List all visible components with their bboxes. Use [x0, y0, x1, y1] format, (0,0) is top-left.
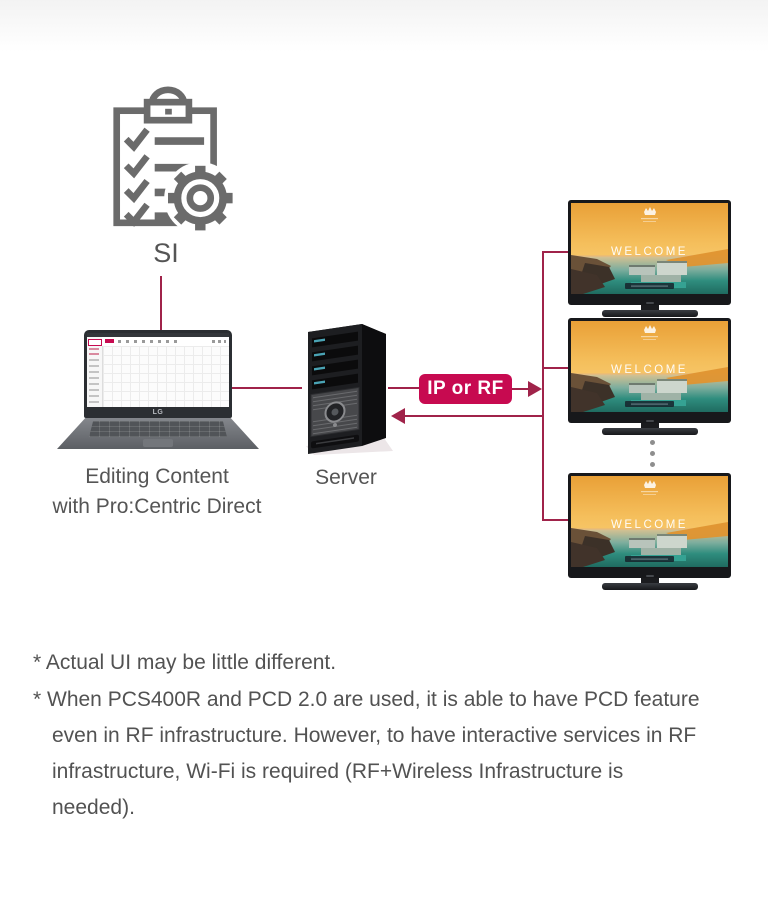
server-icon [306, 324, 393, 455]
tv-frame: WELCOME [568, 318, 731, 423]
hotel-logo [641, 207, 658, 222]
tv-welcome-text: WELCOME [611, 246, 688, 258]
mini-editor-sidebar [87, 337, 103, 407]
branch-line-tv3 [543, 519, 568, 521]
hotel-logo [641, 480, 658, 495]
laptop-base [57, 418, 259, 449]
tv-info-bar [625, 401, 674, 407]
tv-welcome-screen: WELCOME [571, 203, 728, 294]
tv-info-bar [625, 283, 674, 289]
connector-si-to-laptop [160, 276, 162, 332]
laptop-caption: Editing Content with Pro:Centric Direct [17, 462, 297, 522]
trunk-line [542, 251, 544, 521]
connector-badge-to-trunk [512, 388, 530, 390]
laptop-keyboard [89, 421, 227, 437]
arrow-left-icon [391, 408, 405, 424]
tv-welcome-text: WELCOME [611, 519, 688, 531]
tv-2: WELCOME [568, 318, 731, 435]
server-label: Server [315, 466, 377, 489]
arrow-right-icon [528, 381, 542, 397]
more-tvs-ellipsis-icon [648, 440, 656, 473]
tv-welcome-screen: WELCOME [571, 476, 728, 567]
tv-welcome-screen: WELCOME [571, 321, 728, 412]
connector-laptop-to-server [232, 387, 302, 389]
tv-frame: WELCOME [568, 473, 731, 578]
connector-trunk-to-server-return [404, 415, 543, 417]
branch-line-tv1 [543, 251, 568, 253]
footnote-2: * When PCS400R and PCD 2.0 are used, it … [33, 688, 700, 819]
tv-brand-mark [645, 420, 654, 422]
tv-brand-mark [645, 302, 654, 304]
mini-editor-titlebar [87, 333, 229, 337]
tv-1: WELCOME [568, 200, 731, 317]
branch-line-tv2 [543, 367, 568, 369]
tv-neck [640, 305, 659, 310]
tv-neck [640, 423, 659, 428]
si-clipboard-gear-icon [113, 86, 237, 235]
si-label: SI [153, 238, 179, 268]
hotel-logo [641, 325, 658, 340]
ip-or-rf-badge: IP or RF [419, 374, 512, 404]
top-fade-decoration [0, 0, 768, 52]
tv-stand [601, 428, 698, 435]
tv-info-bar [625, 556, 674, 562]
laptop-lg-logo: LG [152, 409, 164, 416]
tv-neck [640, 578, 659, 583]
laptop: LG [57, 330, 259, 450]
tv-frame: WELCOME [568, 200, 731, 305]
mini-editor-canvas [103, 346, 229, 407]
gear-icon [164, 162, 237, 235]
tv-3: WELCOME [568, 473, 731, 590]
footnote-1: * Actual UI may be little different. [33, 651, 337, 674]
laptop-caption-line2: with Pro:Centric Direct [52, 495, 262, 518]
laptop-caption-line1: Editing Content [85, 465, 229, 488]
laptop-trackpad [143, 439, 173, 447]
tv-stand [601, 583, 698, 590]
connector-server-to-badge [388, 387, 420, 389]
tv-welcome-text: WELCOME [611, 364, 688, 376]
laptop-screen: LG [84, 330, 232, 418]
tv-brand-mark [645, 575, 654, 577]
tv-stand [601, 310, 698, 317]
footnotes: * Actual UI may be little different. * W… [33, 645, 701, 827]
